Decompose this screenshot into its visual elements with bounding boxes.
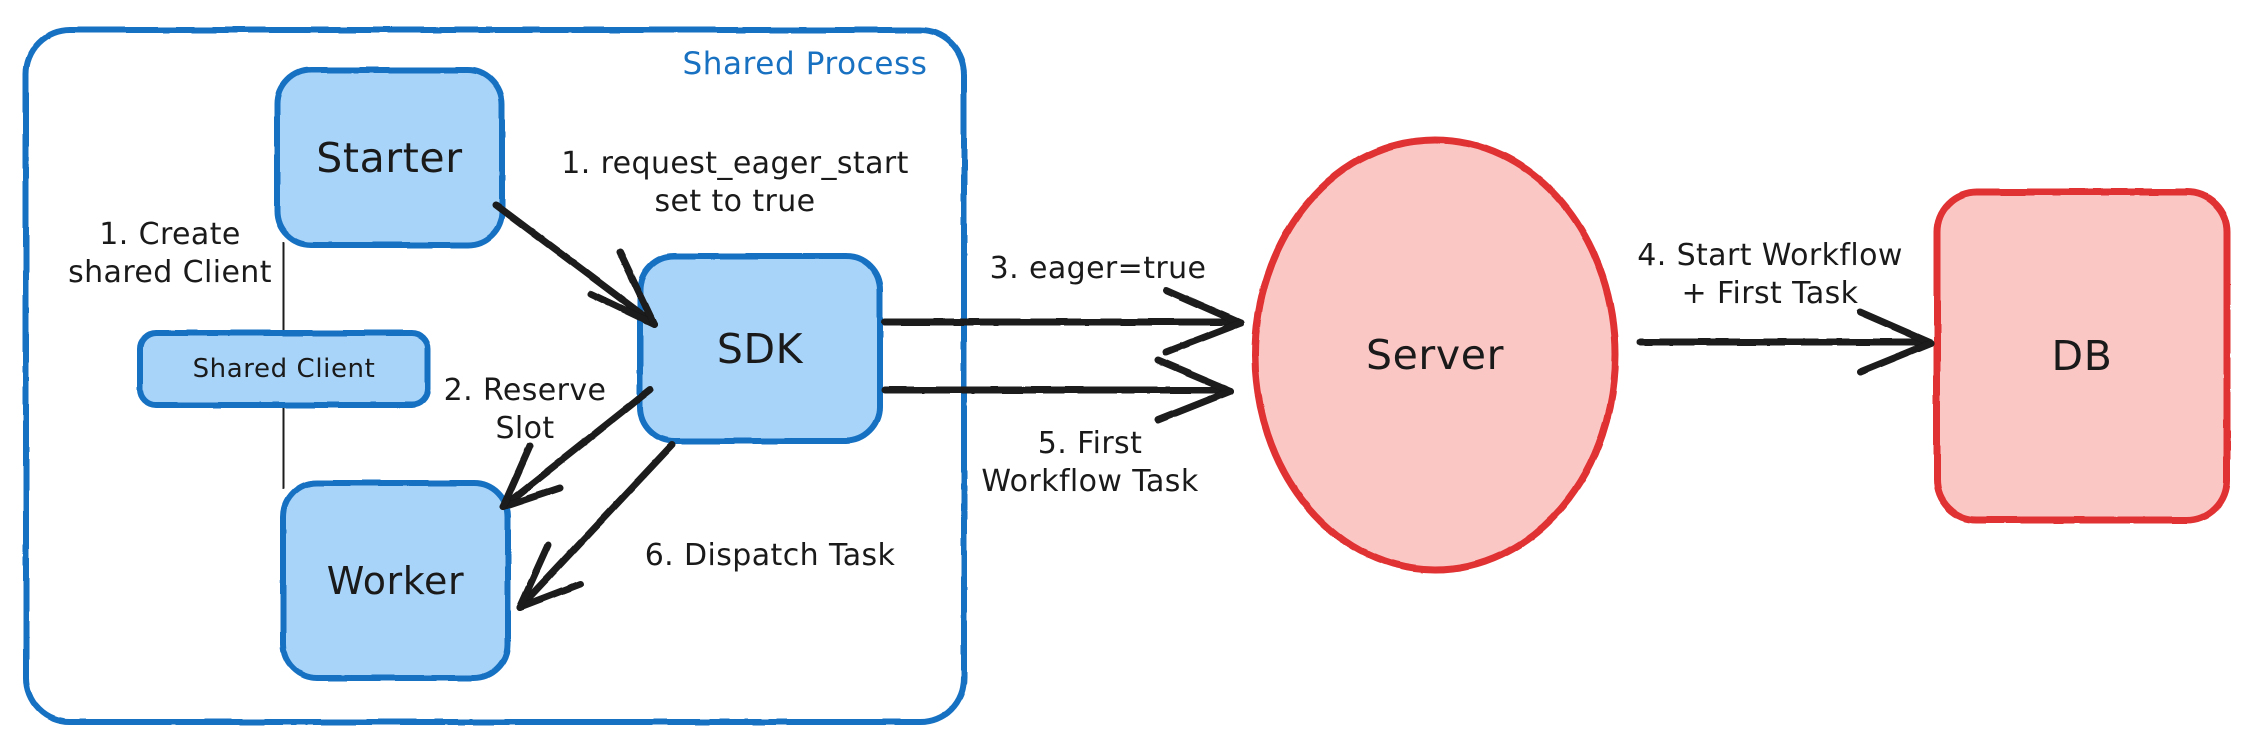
node-label-sdk: SDK: [716, 324, 804, 373]
node-label-server: Server: [1365, 331, 1505, 379]
node-label-worker: Worker: [326, 558, 465, 603]
arrow-sdk-to-server-eager: [881, 286, 1245, 356]
arrow-server-to-db: [1636, 308, 1935, 376]
arrow-sdk-to-worker-dispatch: [516, 441, 676, 611]
connector-starter-sharedclient: [280, 242, 287, 345]
node-label-shared-client: Shared Client: [192, 354, 376, 384]
node-label-starter: Starter: [316, 133, 463, 182]
node-shared-client[interactable]: [137, 330, 431, 408]
node-worker[interactable]: [280, 480, 511, 681]
node-label-db: DB: [2051, 332, 2113, 380]
node-server[interactable]: [1251, 136, 1619, 574]
node-sdk[interactable]: [637, 253, 883, 444]
arrow-starter-to-sdk: [492, 201, 658, 328]
shared-process-group: [23, 27, 967, 725]
arrow-sdk-to-server-task: [881, 356, 1235, 424]
shared-process-title: Shared Process: [682, 46, 928, 82]
node-starter[interactable]: [274, 67, 505, 248]
node-db[interactable]: [1933, 188, 2231, 524]
connector-sharedclient-worker: [280, 400, 287, 489]
arrow-sdk-to-worker-reserve: [499, 386, 654, 511]
